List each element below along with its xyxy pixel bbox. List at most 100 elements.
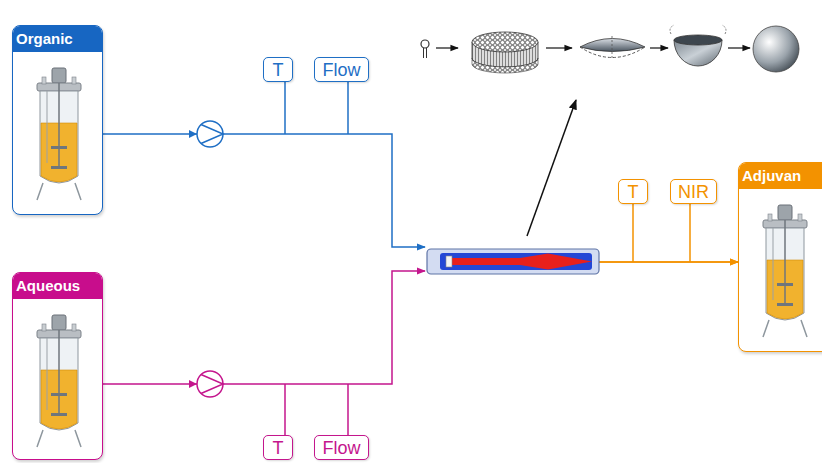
reactor-part <box>778 205 792 220</box>
reactor-part <box>47 338 48 410</box>
aqueous-vessel: Aqueous <box>12 272 103 460</box>
reactor-part <box>777 303 793 306</box>
bending-bilayer <box>580 36 645 60</box>
reactor-part <box>763 320 769 337</box>
sensor-tap <box>347 82 349 134</box>
closing-vesicle <box>722 25 726 34</box>
reactor-part <box>58 330 60 415</box>
reactor-part <box>42 324 46 331</box>
pump-symbol <box>201 375 223 394</box>
reactor-part <box>75 183 81 200</box>
closing-vesicle <box>670 25 726 66</box>
lipid-molecule <box>421 40 429 58</box>
liposome-sphere <box>753 26 799 72</box>
callout-arrow <box>527 100 576 236</box>
bending-bilayer <box>612 36 613 60</box>
reactor-part <box>784 220 786 305</box>
reactor-part <box>777 283 793 286</box>
sensor-label: T <box>273 438 284 458</box>
sensor-tap <box>632 204 634 262</box>
reactor-part <box>51 146 67 149</box>
organic-vessel: Organic <box>12 25 103 215</box>
sensor-label: NIR <box>678 182 709 202</box>
reactor-part <box>52 315 66 330</box>
reactor-picture <box>37 315 81 447</box>
process-arrow <box>650 47 668 48</box>
reactor-picture <box>763 205 807 337</box>
microfluidic-mixer <box>427 249 599 274</box>
sensor-tap <box>347 384 349 435</box>
bilayer-disc <box>472 32 538 52</box>
microfluidic-mixer <box>446 256 452 267</box>
reactor-part <box>801 320 807 337</box>
reactor-part <box>51 413 67 416</box>
nir-sensor: NIR <box>670 179 717 204</box>
lipid-molecule <box>421 40 429 48</box>
reactor-part <box>75 430 81 447</box>
temperature-sensor: T <box>618 179 648 204</box>
reactor-part <box>52 68 66 83</box>
feed-line <box>103 134 425 247</box>
feed-line <box>103 271 425 384</box>
product-line <box>599 261 738 263</box>
sensor-tap <box>284 82 286 134</box>
reactor-picture <box>13 26 103 215</box>
pump-symbol <box>189 380 197 388</box>
reactor-part <box>768 214 772 221</box>
reactor-part <box>798 214 802 221</box>
temperature-sensor: T <box>263 435 293 460</box>
microfluidic-mixer <box>440 253 592 270</box>
microfluidic-mixer <box>427 249 599 274</box>
sensor-label: T <box>628 182 639 202</box>
reactor-picture <box>13 273 103 460</box>
vessel-label: Aqueous <box>13 273 102 299</box>
flow-sensor: Flow <box>314 435 369 460</box>
closing-vesicle <box>674 35 722 45</box>
bending-bilayer <box>580 47 645 58</box>
reactor-part <box>37 430 43 447</box>
sensor-tap <box>284 384 286 435</box>
reactor-part <box>72 77 76 84</box>
reactor-part <box>773 228 774 300</box>
reactor-part <box>37 183 43 200</box>
process-arrow <box>728 47 750 48</box>
bilayer-disc <box>472 32 538 73</box>
closing-vesicle <box>670 25 674 34</box>
pump-symbol <box>197 121 223 147</box>
process-arrow <box>436 47 458 48</box>
reactor-picture <box>37 68 81 200</box>
lipid-molecule <box>423 48 424 58</box>
callout-arrow <box>527 100 576 236</box>
flow-line <box>103 262 738 384</box>
sensor-label: T <box>273 60 284 80</box>
temperature-sensor: T <box>263 57 293 82</box>
liposome-sphere <box>753 26 799 72</box>
flow-sensor: Flow <box>314 57 369 82</box>
flow-line <box>103 134 738 262</box>
reactor-part <box>47 91 48 163</box>
reactor-picture <box>739 163 822 352</box>
sensor-label: Flow <box>322 60 360 80</box>
adjuvant-vessel: Adjuvan <box>738 162 822 352</box>
pump-symbol <box>197 371 223 397</box>
sensor-tap <box>285 82 690 435</box>
pump-symbol <box>189 121 223 397</box>
reactor-part <box>58 83 60 168</box>
bilayer-disc <box>472 58 538 73</box>
sensor-label: Flow <box>322 438 360 458</box>
reactor-part <box>51 393 67 396</box>
pump-symbol <box>189 130 197 138</box>
vessel-label: Organic <box>13 26 102 52</box>
reactor-part <box>72 324 76 331</box>
product-line <box>599 261 738 263</box>
sensor-tap <box>689 204 691 262</box>
vessel-label: Adjuvan <box>739 163 822 189</box>
reactor-part <box>42 77 46 84</box>
microfluidic-mixer <box>450 254 592 270</box>
lipid-molecule <box>426 48 427 58</box>
process-arrow <box>546 47 572 48</box>
bending-bilayer <box>580 39 645 52</box>
